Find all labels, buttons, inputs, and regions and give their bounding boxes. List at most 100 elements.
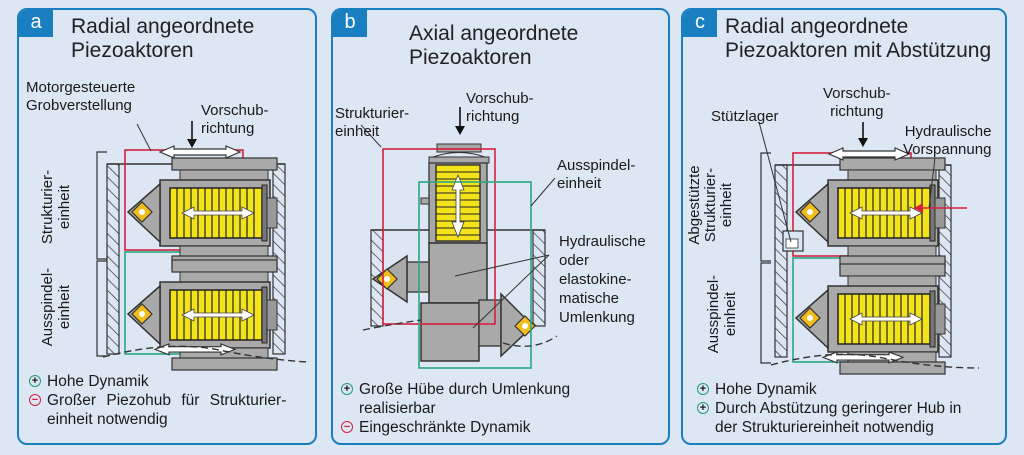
panel-c: c Radial angeordnete Piezoaktoren mit Ab…: [681, 8, 1007, 445]
plus-circle-icon: +: [697, 402, 709, 414]
bullet-line: Großer Piezohub für Strukturier-: [47, 392, 287, 409]
plus-circle-icon: +: [697, 383, 709, 395]
feed-arrow-icon: [187, 139, 197, 148]
label-line: Vorschub-: [466, 90, 534, 107]
bracket-ausspindel: [760, 262, 771, 364]
label-line: einheit: [56, 184, 73, 230]
housing-wall-left: [106, 163, 120, 355]
bullet-text: Hohe Dynamik: [47, 373, 149, 390]
label-line: einheit: [56, 284, 73, 330]
label-line: oder: [559, 252, 590, 269]
panel-badge: b: [333, 10, 367, 37]
radial-piezo-diagram: [96, 121, 310, 371]
pro-item: + Hohe Dynamik: [697, 380, 1003, 399]
label-line: einheit: [335, 123, 380, 140]
plus-circle-icon: +: [29, 375, 41, 387]
label-line: elastokine-: [559, 271, 632, 288]
panel-title: Radial angeordnete Piezoaktoren mit Abst…: [725, 15, 991, 63]
housing-wall-left: [774, 164, 788, 358]
title-line: Piezoaktoren: [71, 39, 194, 62]
label-line: matische: [559, 290, 620, 307]
bullet-line: Große Hübe durch Umlenkung: [359, 381, 571, 398]
label-vorschubrichtung: Vorschub- richtung: [201, 102, 269, 138]
pros-cons-list: + Hohe Dynamik − Großer Piezohub für Str…: [29, 372, 311, 429]
bullet-text: Durch Abstützung geringerer Hub in der S…: [715, 399, 961, 437]
bracket-ausspindel: [96, 260, 107, 357]
panel-badge: c: [683, 10, 717, 37]
pros-cons-list: + Große Hübe durch Umlenkung realisierba…: [341, 380, 661, 437]
label-vorschubrichtung: Vorschub- richtung: [823, 85, 891, 121]
label-line: Vorschub-: [823, 85, 891, 102]
label-strukturiereinheit: Strukturier- einheit: [335, 105, 409, 141]
feed-double-arrow-top: [159, 145, 241, 159]
bullet-line: Durch Abstützung geringerer Hub in: [715, 400, 962, 417]
title-line: Radial angeordnete: [725, 15, 909, 38]
feed-arrow-icon: [455, 126, 465, 135]
label-ausspindeleinheit: Ausspindel- einheit: [557, 157, 635, 193]
label-line: Umlenkung: [559, 309, 635, 326]
label-line: Strukturier-: [335, 105, 410, 122]
panel-title: Radial angeordnete Piezoaktoren: [71, 15, 254, 63]
label-line: richtung: [830, 103, 884, 120]
bracket-strukturier: [760, 152, 771, 262]
label-strukturiereinheit: Strukturier- einheit: [39, 157, 73, 257]
label-line: Ausspindel-: [705, 274, 722, 354]
panel-title: Axial angeordnete Piezoaktoren: [409, 22, 578, 70]
spindle-dashed-line: [770, 353, 980, 369]
panel-badge: a: [19, 10, 53, 37]
label-line: Hydraulische: [559, 233, 646, 250]
panel-a: a Radial angeordnete Piezoaktoren Motorg…: [17, 8, 317, 445]
minus-circle-icon: −: [29, 394, 41, 406]
spindle-dashed-line: [102, 345, 310, 363]
label-grobverstellung: Motorgesteuerte Grobverstellung: [26, 79, 135, 115]
label-line: Grobverstellung: [26, 97, 132, 114]
bullet-text: Hohe Dynamik: [715, 381, 817, 398]
label-line: einheit: [557, 175, 602, 192]
panel-b: b Axial angeordnete Piezoaktoren: [331, 8, 670, 445]
con-item: − Eingeschränkte Dynamik: [341, 418, 661, 437]
axial-piezo-diagram: [360, 107, 558, 369]
label-line: Motorgesteuerte: [26, 79, 136, 96]
title-line: Radial angeordnete: [71, 15, 255, 38]
stroke-double-arrow: [451, 173, 465, 239]
label-line: Ausspindel-: [557, 157, 636, 174]
preload-arrow-icon: [914, 203, 923, 213]
housing-wall-right: [532, 229, 546, 327]
label-line: Hydraulische: [904, 123, 992, 140]
ausspindel-box: [418, 181, 532, 369]
title-line: Axial angeordnete: [409, 22, 579, 45]
bracket-strukturier: [96, 151, 107, 260]
label-ausspindeleinheit: Ausspindel- einheit: [39, 257, 73, 357]
strukturier-box: [382, 148, 496, 325]
pro-item: + Hohe Dynamik: [29, 372, 311, 391]
label-line: einheit: [718, 182, 735, 228]
label-line: Strukturier-: [702, 167, 719, 243]
piezo-actuator-upper: [795, 157, 946, 269]
title-line: Piezoaktoren mit Abstützung: [725, 39, 992, 62]
pro-item: + Durch Abstützung geringerer Hub in der…: [697, 399, 1003, 437]
bullet-text: Große Hübe durch Umlenkung realisierbar: [359, 380, 570, 418]
label-line: Vorspannung: [903, 141, 992, 158]
label-line: richtung: [201, 120, 255, 137]
minus-circle-icon: −: [341, 421, 353, 433]
supported-radial-piezo-diagram: [758, 121, 980, 375]
bullet-line: realisierbar: [359, 400, 436, 417]
feed-arrow-icon: [858, 138, 868, 147]
label-line: Abgestützte: [686, 165, 703, 245]
label-stuetzlager: Stützlager: [711, 108, 779, 125]
bullet-text: Eingeschränkte Dynamik: [359, 419, 531, 436]
label-hydraulische-vorspannung: Hydraulische Vorspannung: [903, 123, 991, 159]
label-line: Ausspindel-: [39, 267, 56, 347]
label-line: einheit: [722, 291, 739, 337]
bullet-line: der Strukturiereinheit notwendig: [715, 419, 934, 436]
pro-item: + Große Hübe durch Umlenkung realisierba…: [341, 380, 661, 418]
pros-cons-list: + Hohe Dynamik + Durch Abstützung gering…: [697, 380, 1003, 437]
label-line: Vorschub-: [201, 102, 269, 119]
label-abgestuetzte-strukturiereinheit: Abgestützte Strukturier- einheit: [686, 150, 735, 260]
title-line: Piezoaktoren: [409, 46, 532, 69]
label-vorschubrichtung: Vorschub- richtung: [466, 90, 534, 126]
label-line: richtung: [466, 108, 520, 125]
plus-circle-icon: +: [341, 383, 353, 395]
bullet-text: Großer Piezohub für Strukturier- einheit…: [47, 391, 286, 429]
label-line: Strukturier-: [39, 169, 56, 245]
